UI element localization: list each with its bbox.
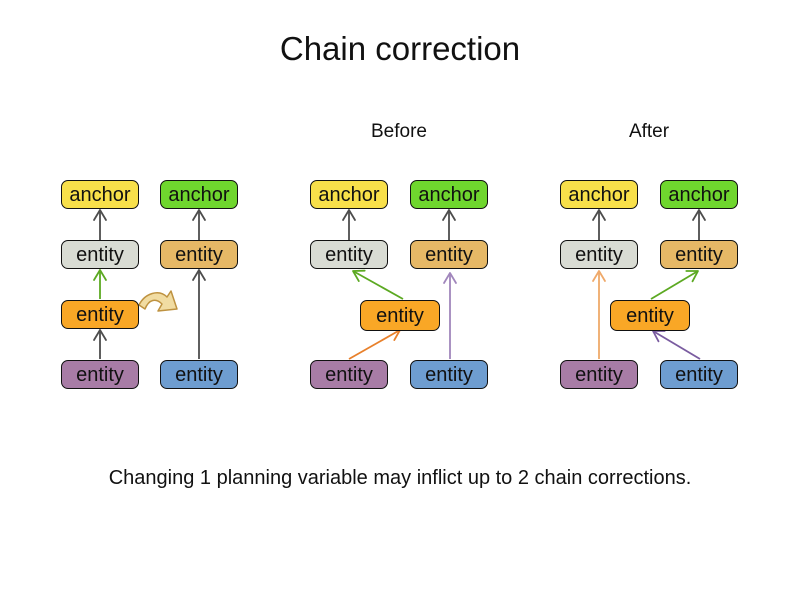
node-anchor-green: anchor — [410, 180, 488, 209]
page-title: Chain correction — [279, 30, 521, 67]
node-anchor-yellow: anchor — [310, 180, 388, 209]
node-entity-tan: entity — [160, 240, 238, 269]
node-entity-blue: entity — [410, 360, 488, 389]
node-entity-purple: entity — [310, 360, 388, 389]
node-entity-purple: entity — [61, 360, 139, 389]
arrow-blue-to-tan-2 — [443, 272, 457, 359]
arrow-gray-to-yellow-3 — [592, 209, 606, 240]
arrow-orange-to-tan-3 — [650, 270, 699, 300]
node-anchor-green: anchor — [660, 180, 738, 209]
node-entity-orange: entity — [610, 300, 690, 331]
arrow-purple-to-gray-3 — [592, 270, 606, 359]
node-entity-orange: entity — [360, 300, 440, 331]
node-entity-gray: entity — [310, 240, 388, 269]
node-entity-purple: entity — [560, 360, 638, 389]
node-anchor-yellow: anchor — [560, 180, 638, 209]
section-label-before: Before — [371, 121, 427, 142]
arrow-gray-to-yellow-2 — [342, 209, 356, 240]
node-entity-gray: entity — [560, 240, 638, 269]
arrow-blue-to-orange-3 — [652, 330, 701, 360]
node-anchor-yellow: anchor — [61, 180, 139, 209]
arrow-tan-to-green-2 — [442, 209, 456, 240]
arrow-orange-to-gray-2 — [352, 269, 404, 300]
node-anchor-green: anchor — [160, 180, 238, 209]
node-entity-blue: entity — [160, 360, 238, 389]
caption: Changing 1 planning variable may inflict… — [108, 467, 692, 489]
node-entity-blue: entity — [660, 360, 738, 389]
node-entity-tan: entity — [410, 240, 488, 269]
move-arrow — [138, 290, 178, 312]
node-entity-tan: entity — [660, 240, 738, 269]
node-entity-gray: entity — [61, 240, 139, 269]
arrow-purple-to-orange-2 — [348, 328, 401, 360]
section-label-after: After — [628, 121, 670, 142]
arrow-orange-to-gray-1 — [93, 269, 107, 299]
node-entity-orange: entity — [61, 300, 139, 329]
arrow-tan-to-green-3 — [692, 209, 706, 240]
arrow-gray-to-yellow-1 — [93, 209, 107, 240]
arrow-blue-to-tan-1 — [192, 269, 206, 359]
arrow-tan-to-green-1 — [192, 209, 206, 240]
arrow-purple-to-orange-1 — [93, 329, 107, 359]
